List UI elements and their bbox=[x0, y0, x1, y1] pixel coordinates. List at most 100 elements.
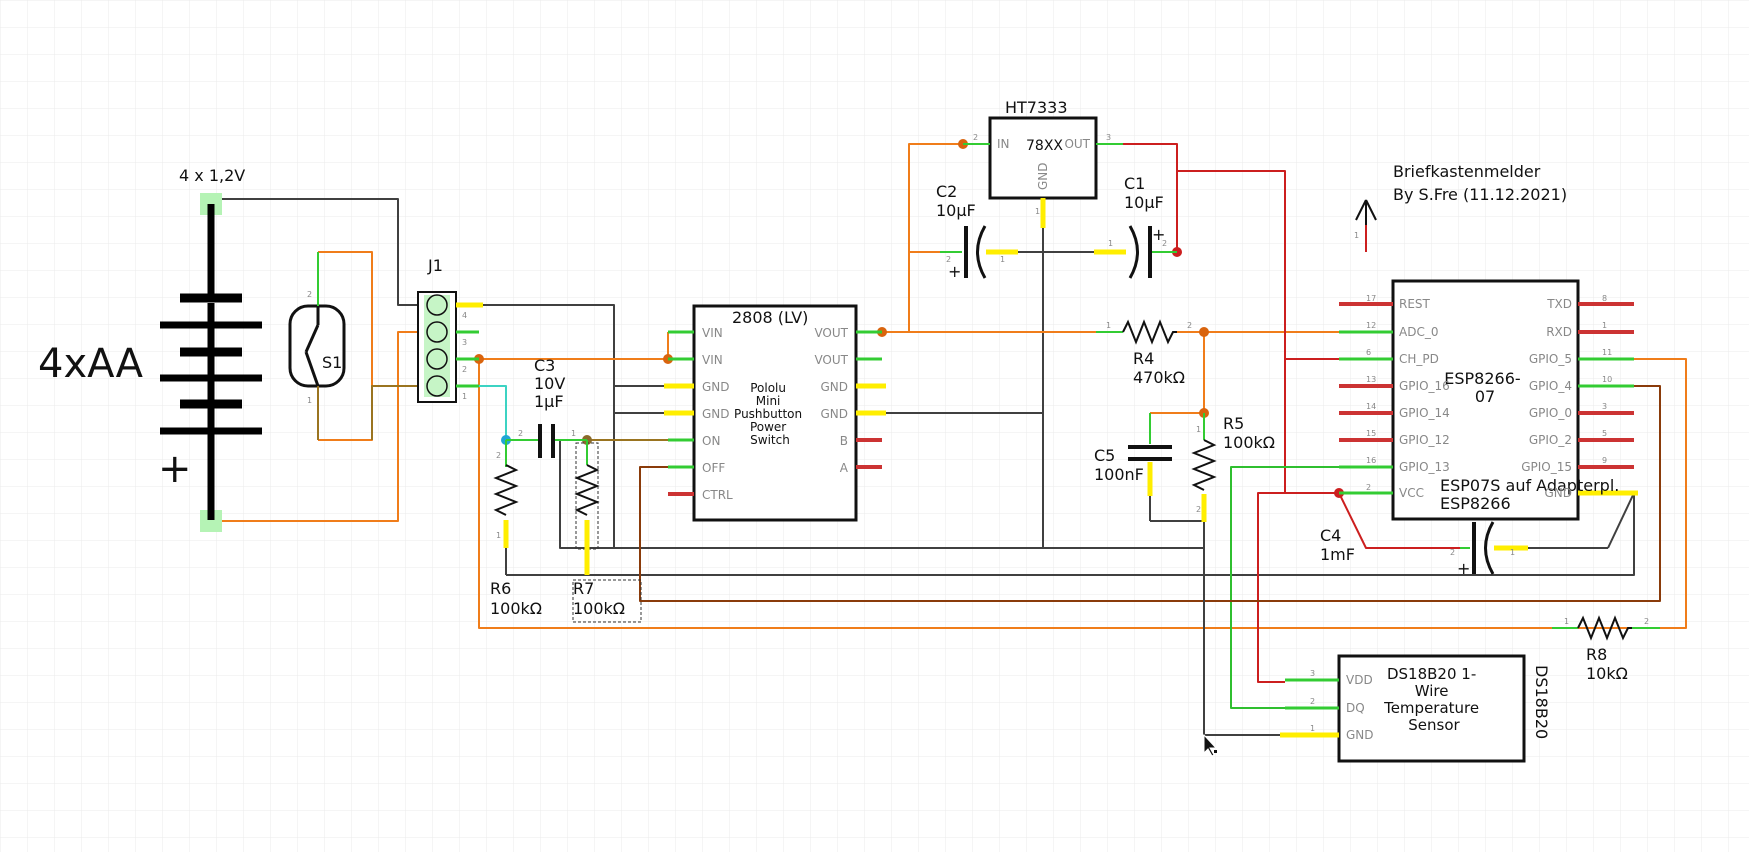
esp-pin-label: GPIO_15 bbox=[1521, 460, 1572, 474]
esp-pin-label: GND bbox=[1544, 486, 1572, 500]
pololu-title: 2808 (LV) bbox=[732, 308, 808, 327]
title-line2: By S.Fre (11.12.2021) bbox=[1393, 185, 1567, 204]
schematic-title: Briefkastenmelder By S.Fre (11.12.2021) bbox=[1393, 162, 1567, 204]
svg-text:1: 1 bbox=[1602, 321, 1607, 330]
c3-voltage: 10V bbox=[534, 374, 565, 393]
c2-value: 10µF bbox=[936, 201, 976, 220]
wire-off[interactable] bbox=[639, 385, 1661, 602]
wire-j1-bus[interactable] bbox=[478, 358, 1687, 629]
svg-text:2: 2 bbox=[1196, 505, 1201, 514]
regulator-pin-gnd: GND bbox=[1036, 162, 1050, 190]
pololu-pin-vout: VOUT bbox=[814, 353, 848, 367]
svg-text:1: 1 bbox=[1310, 724, 1315, 733]
wire-s1-top[interactable] bbox=[318, 251, 373, 441]
resistor-r6[interactable]: R6 100kΩ 2 1 bbox=[490, 440, 542, 618]
svg-text:2: 2 bbox=[1187, 321, 1192, 330]
pololu-pin-ctrl: CTRL bbox=[702, 488, 733, 502]
wire-vout-up[interactable] bbox=[908, 143, 963, 332]
svg-text:1: 1 bbox=[571, 429, 576, 438]
svg-text:13: 13 bbox=[1366, 375, 1376, 384]
esp-pin-label: REST bbox=[1399, 297, 1431, 311]
c3-name: C3 bbox=[534, 356, 555, 375]
capacitor-c5[interactable]: C5 100nF bbox=[1094, 413, 1172, 521]
pololu-power-switch[interactable]: 2808 (LV) Pololu Mini Pushbutton Power S… bbox=[664, 304, 886, 522]
svg-text:5: 5 bbox=[1602, 429, 1607, 438]
capacitor-c2[interactable]: C2 10µF + 2 1 bbox=[936, 182, 1018, 281]
svg-text:DS18B20 1- Wire Te: DS18B20 1- Wire Temperature Sensor bbox=[1383, 665, 1484, 734]
svg-text:8: 8 bbox=[1602, 294, 1607, 303]
antenna[interactable]: 1 bbox=[1354, 199, 1377, 240]
wire-batt-bottom[interactable] bbox=[211, 331, 420, 522]
battery-4xaa[interactable]: 4xAA 4 x 1,2V + bbox=[38, 166, 262, 532]
sensor-pin-gnd: GND bbox=[1346, 728, 1374, 742]
pololu-body-line: Switch bbox=[750, 433, 790, 447]
wire-r6-gnd[interactable] bbox=[506, 493, 1635, 576]
wire-c4-gnd[interactable] bbox=[1607, 492, 1635, 549]
svg-text:12: 12 bbox=[1366, 321, 1376, 330]
j1-pin[interactable] bbox=[426, 375, 448, 397]
resistor-r7[interactable]: R7 100kΩ bbox=[572, 440, 642, 623]
r6-value: 100kΩ bbox=[490, 599, 542, 618]
c5-name: C5 bbox=[1094, 446, 1115, 465]
battery-terminal-bottom[interactable] bbox=[200, 510, 222, 532]
wire-batt-top[interactable] bbox=[211, 198, 420, 306]
svg-text:14: 14 bbox=[1366, 402, 1376, 411]
resistor-r8[interactable]: R8 10kΩ 1 2 bbox=[1552, 615, 1660, 683]
j1-pin[interactable] bbox=[426, 294, 448, 316]
sensor-body-line: Wire bbox=[1415, 682, 1449, 700]
regulator-pin-in: IN bbox=[997, 137, 1010, 151]
svg-text:3: 3 bbox=[1106, 133, 1111, 142]
capacitor-c3[interactable]: C3 10V 1µF 2 1 bbox=[506, 356, 587, 458]
pololu-body-line: Mini bbox=[756, 394, 781, 408]
c2-name: C2 bbox=[936, 182, 957, 201]
esp-pin-label: VCC bbox=[1399, 486, 1424, 500]
esp-pin-label: GPIO_2 bbox=[1529, 433, 1572, 447]
svg-text:1: 1 bbox=[1035, 207, 1040, 216]
regulator-title: HT7333 bbox=[1005, 98, 1068, 117]
esp-right-pins: TXD RXD GPIO_5 GPIO_4 GPIO_0 GPIO_2 GPIO… bbox=[1521, 294, 1612, 500]
regulator-ht7333[interactable]: HT7333 78XX IN OUT GND 2 3 1 bbox=[963, 98, 1123, 228]
svg-text:ESP8266- 07: ESP8266- 07 bbox=[1444, 369, 1526, 406]
svg-text:2: 2 bbox=[1162, 239, 1167, 248]
j1-pin-num: 4 bbox=[462, 311, 467, 320]
j1-pin[interactable] bbox=[426, 348, 448, 370]
wire-vdd[interactable] bbox=[1257, 492, 1339, 683]
title-line1: Briefkastenmelder bbox=[1393, 162, 1541, 181]
r5-name: R5 bbox=[1223, 414, 1244, 433]
svg-text:1: 1 bbox=[496, 531, 501, 540]
regulator-part: 78XX bbox=[1026, 138, 1063, 154]
wire-reg-out[interactable] bbox=[1123, 143, 1178, 252]
svg-text:1: 1 bbox=[1564, 617, 1569, 626]
pololu-pin-gnd: GND bbox=[820, 380, 848, 394]
svg-text:3: 3 bbox=[1310, 669, 1315, 678]
switch-s1[interactable]: S1 2 1 bbox=[288, 252, 346, 440]
connector-j1[interactable]: J1 4 3 2 1 bbox=[417, 256, 483, 403]
resistor-r4[interactable]: R4 470kΩ 1 2 bbox=[1096, 319, 1192, 387]
pololu-pin-vin: VIN bbox=[702, 353, 723, 367]
r7-name: R7 bbox=[573, 579, 594, 598]
esp-subtitle: ESP07S auf Adapterpl. bbox=[1440, 476, 1619, 495]
svg-text:1: 1 bbox=[1106, 321, 1111, 330]
svg-text:1: 1 bbox=[1108, 239, 1113, 248]
pololu-pin-on: ON bbox=[702, 434, 720, 448]
capacitor-c4[interactable]: C4 1mF + 2 1 bbox=[1320, 521, 1608, 578]
resistor-r5[interactable]: R5 100kΩ 1 2 bbox=[1191, 413, 1275, 522]
battery-voltage: 4 x 1,2V bbox=[179, 166, 245, 185]
svg-text:1: 1 bbox=[1196, 425, 1201, 434]
c5-value: 100nF bbox=[1094, 465, 1144, 484]
capacitor-c1[interactable]: C1 10µF + 1 2 bbox=[1094, 174, 1177, 279]
wire-vcc-c4[interactable] bbox=[1338, 492, 1460, 549]
ds18b20-sensor[interactable]: DS18B20 1- Wire Temperature Sensor VDD D… bbox=[1280, 654, 1551, 763]
j1-pin[interactable] bbox=[426, 321, 448, 343]
sensor-body-line: Temperature bbox=[1383, 699, 1479, 717]
sensor-pin-dq: DQ bbox=[1346, 701, 1365, 715]
sensor-pin-vdd: VDD bbox=[1346, 673, 1373, 687]
esp8266-module[interactable]: ESP8266- 07 ESP07S auf Adapterpl. ESP826… bbox=[1339, 279, 1638, 521]
pololu-body-line: Pushbutton bbox=[734, 407, 802, 421]
battery-plus: + bbox=[158, 446, 192, 492]
c2-plus: + bbox=[948, 262, 961, 281]
wire-gpio13-dq[interactable] bbox=[1230, 466, 1339, 709]
c1-plus: + bbox=[1152, 225, 1165, 244]
